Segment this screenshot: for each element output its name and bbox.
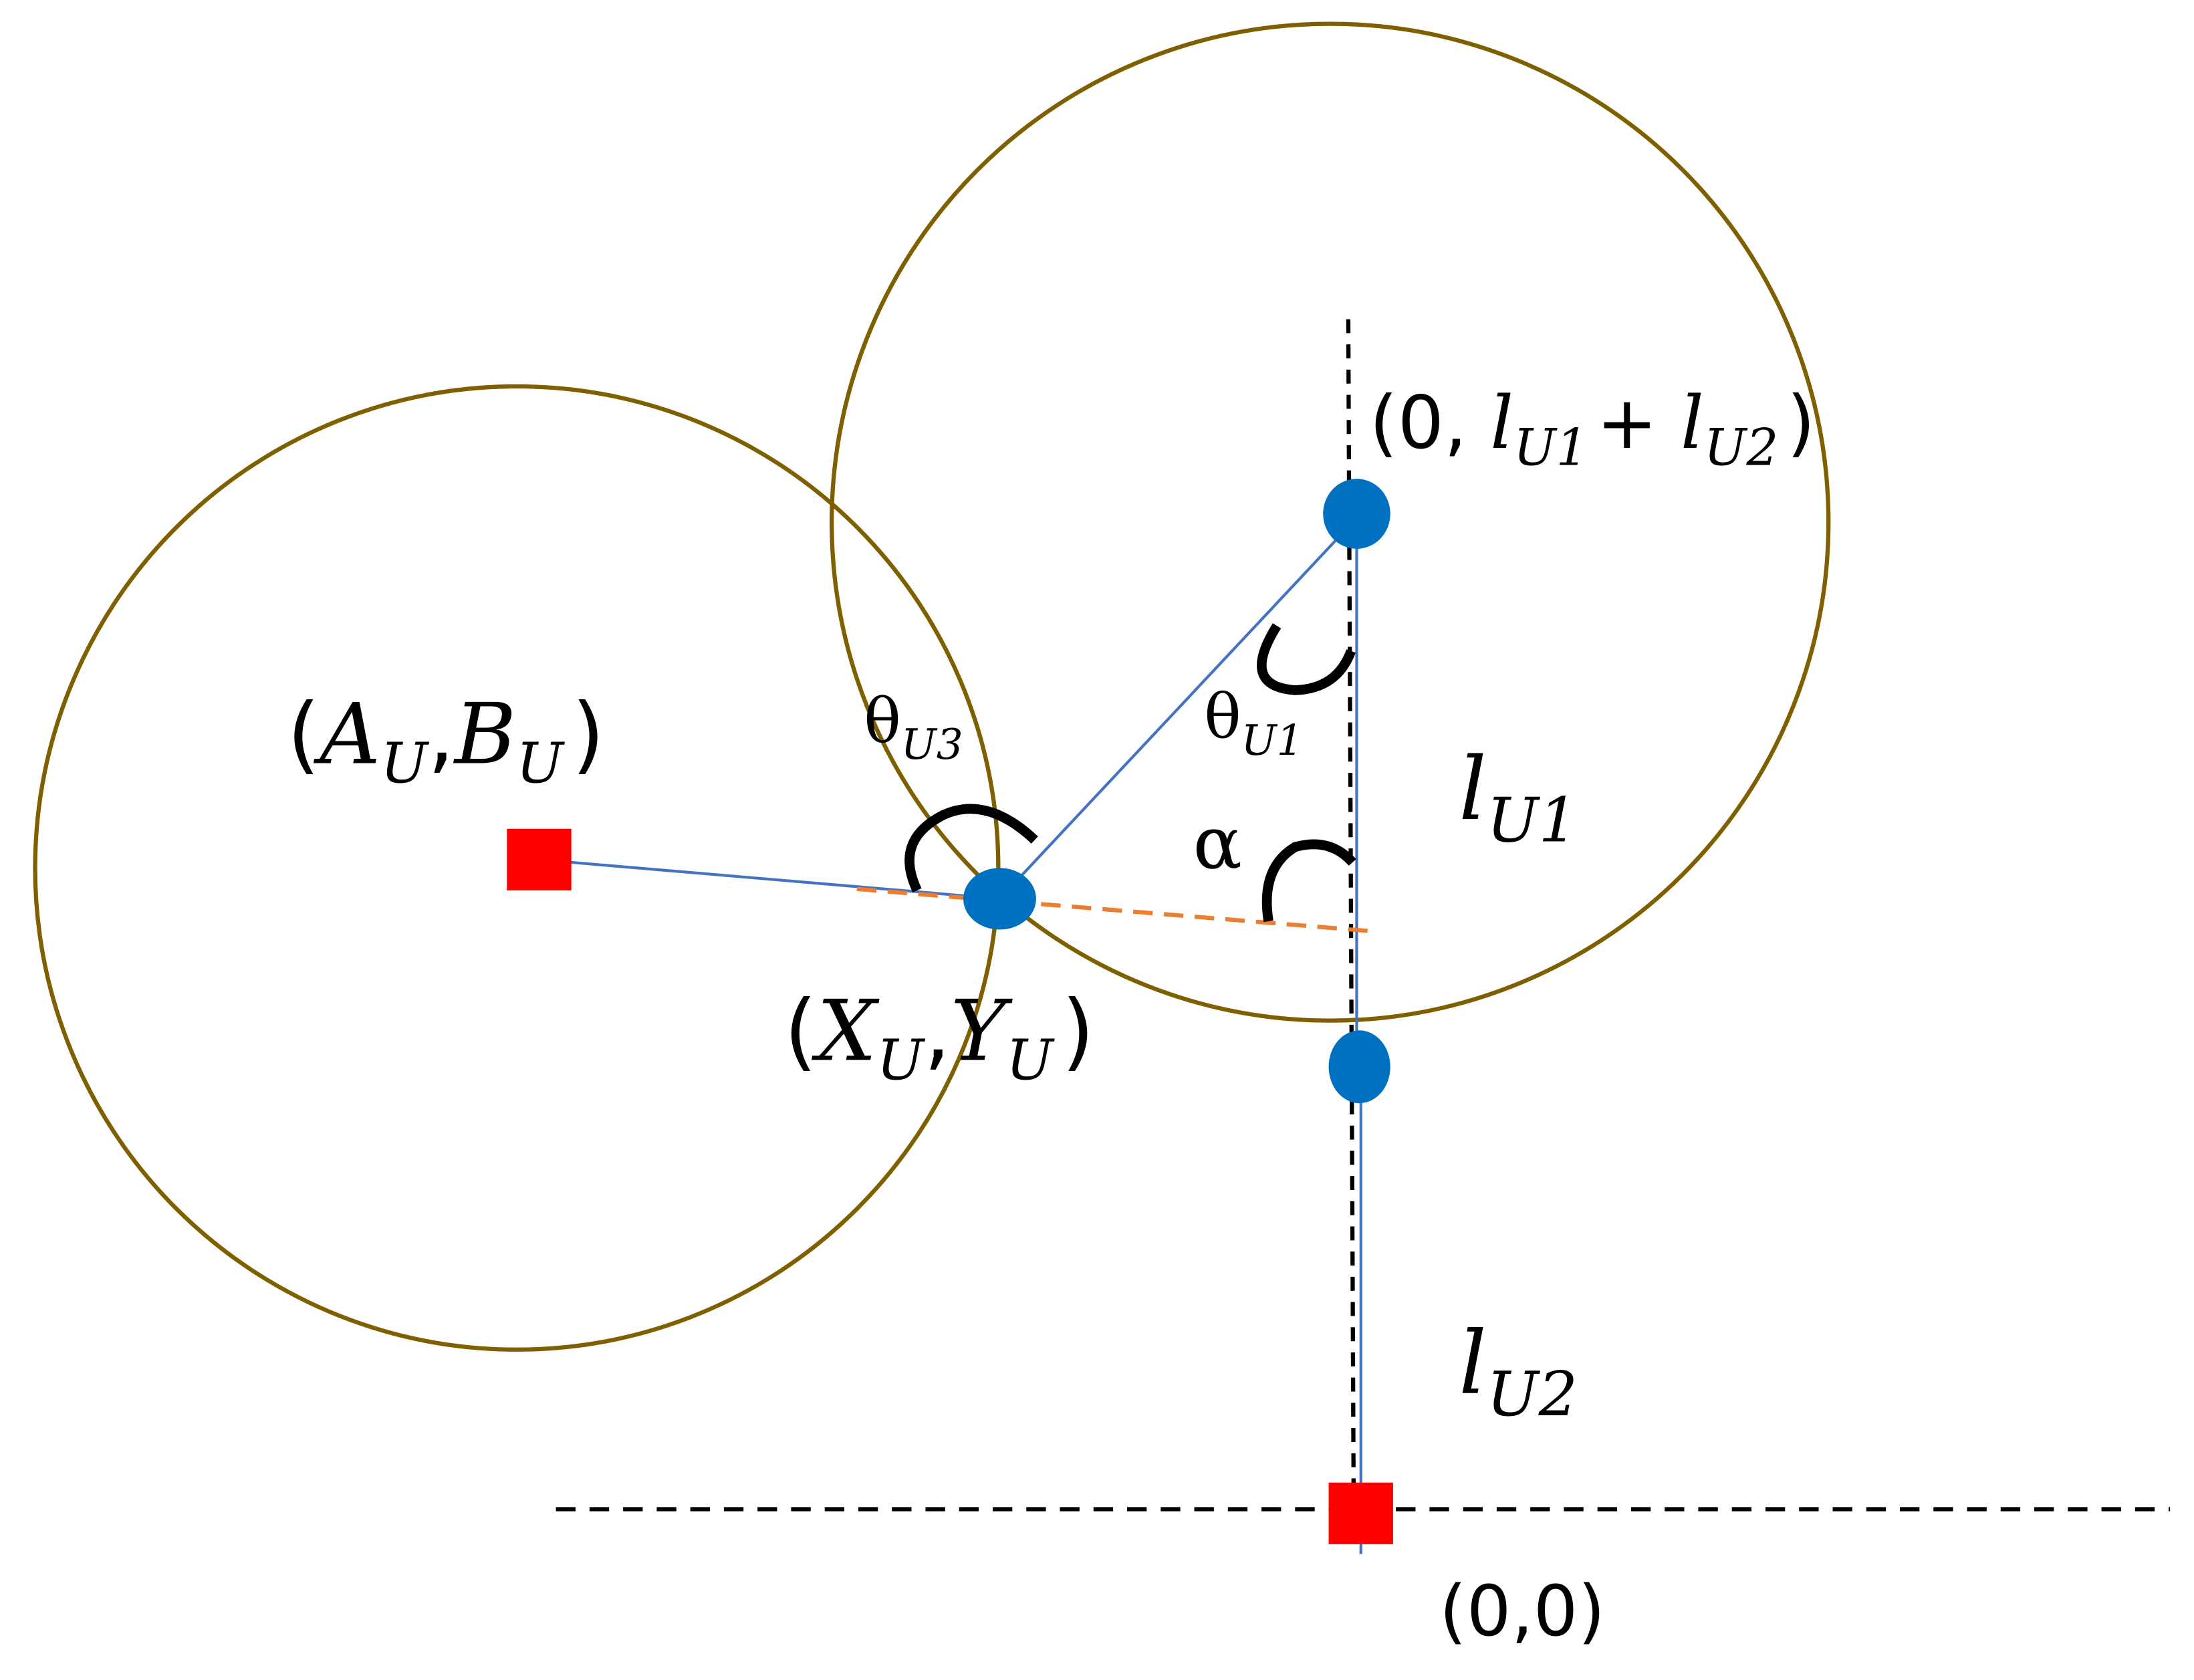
alpha-reference-line (856, 886, 1370, 933)
link-u2-label: lU2 (1459, 1312, 1578, 1431)
theta-u1-arc (1257, 623, 1356, 695)
alpha-arc (1261, 839, 1356, 923)
target-point-label: (AU,BU) (287, 685, 605, 796)
top-joint (1323, 479, 1390, 549)
theta-u3-label: θU3 (864, 685, 963, 769)
end-effector-joint (963, 868, 1036, 930)
link-segment-to-target (539, 858, 1000, 901)
origin-base-square (1328, 1482, 1393, 1544)
link-u1-label: lU1 (1459, 738, 1578, 856)
link-segment-diagonal (998, 517, 1358, 900)
theta-u3-arc (904, 804, 1038, 893)
top-point-label: (0, lU1+ lU2) (1369, 380, 1815, 477)
end-effector-label: (XU,YU) (784, 981, 1094, 1092)
origin-label: (0,0) (1439, 1570, 1605, 1652)
target-base-square (507, 828, 572, 890)
link-workspace-circle (830, 21, 1831, 1023)
alpha-label: α (1193, 800, 1242, 885)
target-workspace-circle (33, 384, 1001, 1352)
middle-joint (1328, 1030, 1390, 1104)
theta-u1-label: θU1 (1204, 681, 1303, 765)
